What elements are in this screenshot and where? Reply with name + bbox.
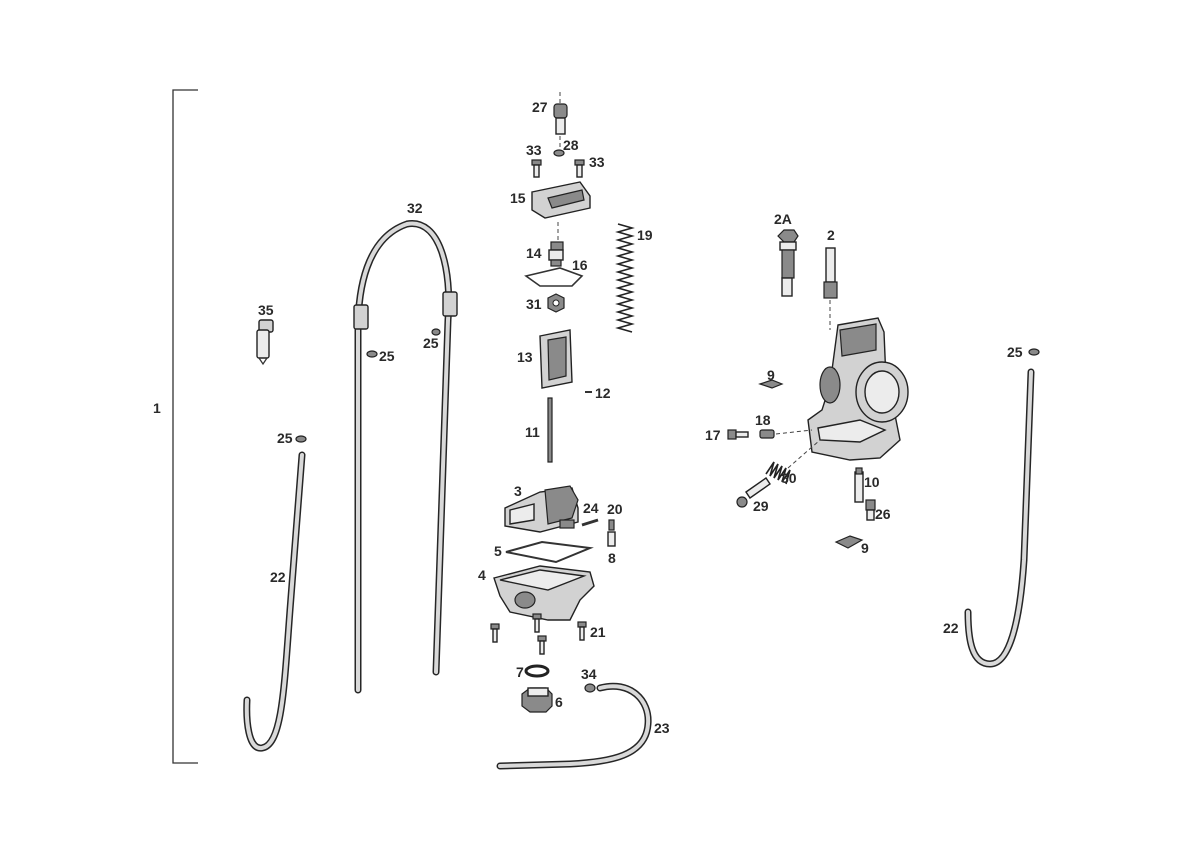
label-25-left: 25: [277, 430, 293, 446]
label-31: 31: [526, 296, 542, 312]
label-4: 4: [478, 567, 486, 583]
label-20: 20: [607, 501, 623, 517]
part-22-right-hose: [964, 368, 1035, 668]
part-24-pin: [581, 518, 599, 527]
label-7: 7: [516, 664, 524, 680]
label-6: 6: [555, 694, 563, 710]
label-15: 15: [510, 190, 526, 206]
part-18-washer: [759, 429, 813, 439]
part-10-jet: [854, 467, 864, 503]
part-30-spring: [765, 439, 821, 485]
label-1: 1: [153, 400, 161, 416]
part-5-gasket: [505, 540, 594, 564]
part-11-needle: [547, 397, 553, 463]
part-25-clip-left: [295, 435, 307, 443]
label-14: 14: [526, 245, 542, 261]
part-14-valve: [548, 241, 564, 267]
label-30: 30: [781, 470, 797, 486]
part-25-clip-right-hose: [431, 328, 441, 336]
label-9-upper: 9: [767, 367, 775, 383]
part-2a-screw: [777, 229, 799, 297]
part-13-slide: [539, 329, 573, 389]
label-35: 35: [258, 302, 274, 318]
label-23: 23: [654, 720, 670, 736]
label-33-right: 33: [589, 154, 605, 170]
label-9-lower: 9: [861, 540, 869, 556]
part-9-clip-upper: [758, 379, 784, 389]
part-6-plug: [521, 687, 553, 713]
label-33-left: 33: [526, 142, 542, 158]
part-8-jet: [607, 531, 616, 547]
part-16-gasket: [524, 267, 584, 287]
label-34: 34: [581, 666, 597, 682]
label-22-left: 22: [270, 569, 286, 585]
label-18: 18: [755, 412, 771, 428]
part-23-drain-hose: [496, 682, 652, 770]
part-20-jet: [608, 519, 615, 531]
label-22-right: 22: [943, 620, 959, 636]
part-27-adjuster: [553, 92, 568, 135]
carb-body-assembly: [807, 317, 909, 461]
label-13: 13: [517, 349, 533, 365]
part-3-carb-body: [504, 485, 579, 533]
label-12: 12: [595, 385, 611, 401]
label-5: 5: [494, 543, 502, 559]
label-27: 27: [532, 99, 548, 115]
label-29: 29: [753, 498, 769, 514]
part-33-screw-right: [574, 159, 585, 178]
label-28: 28: [563, 137, 579, 153]
label-3: 3: [514, 483, 522, 499]
label-25-right-hose: 25: [423, 335, 439, 351]
part-28-washer: [553, 136, 565, 157]
part-4-float-bowl: [493, 565, 595, 621]
part-labels: 1 35 32 25 25 25 22 27 28 33 33 15 14 16…: [153, 99, 1023, 736]
part-26-jet: [865, 499, 876, 521]
part-19-spring: [615, 223, 635, 333]
part-35-fitting: [256, 319, 274, 366]
assembly-bracket: [172, 89, 198, 764]
part-17-screw: [727, 429, 749, 440]
part-22-left-hose: [243, 451, 306, 752]
label-19: 19: [637, 227, 653, 243]
part-2-screw: [823, 247, 838, 330]
part-25-clip-left-hose: [366, 350, 378, 358]
part-29-screw: [736, 477, 771, 508]
label-25-left-hose: 25: [379, 348, 395, 364]
label-2: 2: [827, 227, 835, 243]
part-32-long-u-hose: [353, 220, 458, 694]
label-2a: 2A: [774, 211, 792, 227]
label-8: 8: [608, 550, 616, 566]
label-16: 16: [572, 257, 588, 273]
part-21-screws: [490, 613, 587, 655]
label-21: 21: [590, 624, 606, 640]
part-9-clip-lower: [834, 535, 864, 549]
part-25-clip-right: [1028, 348, 1040, 356]
label-17: 17: [705, 427, 721, 443]
part-7-oring: [524, 664, 550, 678]
part-31-nut: [547, 293, 565, 313]
label-10: 10: [864, 474, 880, 490]
part-33-screw-left: [531, 159, 542, 178]
label-24: 24: [583, 500, 599, 516]
part-34-fitting: [584, 683, 596, 693]
label-32: 32: [407, 200, 423, 216]
label-11: 11: [525, 424, 540, 440]
part-15-top-cover: [531, 181, 591, 240]
label-25-right: 25: [1007, 344, 1023, 360]
label-26: 26: [875, 506, 891, 522]
